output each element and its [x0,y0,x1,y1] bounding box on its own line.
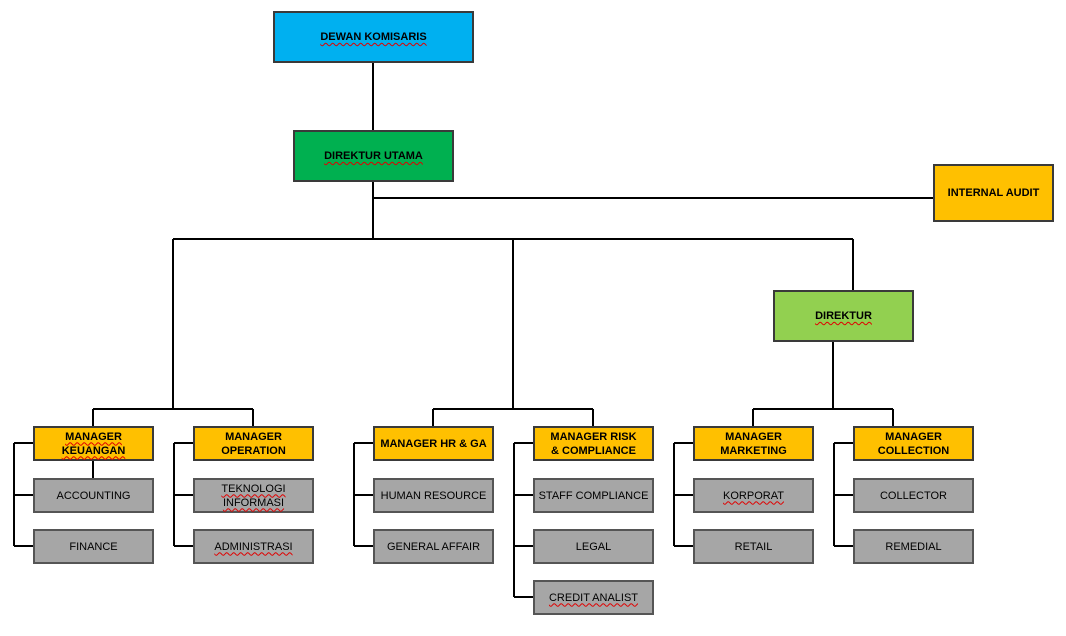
node-label: DEWAN KOMISARIS [320,31,427,43]
node-label: MANAGER OPERATION [221,430,286,457]
node-manager-marketing[interactable]: MANAGER MARKETING [693,426,814,461]
node-accounting[interactable]: ACCOUNTING [33,478,154,513]
node-administrasi[interactable]: ADMINISTRASI [193,529,314,564]
node-label: MANAGER MARKETING [720,430,787,457]
node-label: RETAIL [734,540,773,553]
node-credit-analist[interactable]: CREDIT ANALIST [533,580,654,615]
node-manager-risk-compliance[interactable]: MANAGER RISK & COMPLIANCE [533,426,654,461]
node-general-affair[interactable]: GENERAL AFFAIR [373,529,494,564]
node-label: KORPORAT [723,489,784,502]
node-retail[interactable]: RETAIL [693,529,814,564]
node-internal-audit[interactable]: INTERNAL AUDIT [933,164,1054,222]
node-manager-hr-ga[interactable]: MANAGER HR & GA [373,426,494,461]
node-staff-compliance[interactable]: STAFF COMPLIANCE [533,478,654,513]
node-label: DIREKTUR [815,310,872,322]
node-label: HUMAN RESOURCE [380,489,487,502]
node-dewan-komisaris[interactable]: DEWAN KOMISARIS [273,11,474,63]
node-manager-collection[interactable]: MANAGER COLLECTION [853,426,974,461]
node-label: INTERNAL AUDIT [947,187,1040,199]
node-remedial[interactable]: REMEDIAL [853,529,974,564]
node-label: DIREKTUR UTAMA [324,150,423,162]
node-label: FINANCE [69,540,118,553]
node-label: MANAGER RISK & COMPLIANCE [550,430,637,457]
node-label: MANAGER HR & GA [380,437,487,450]
node-direktur-utama[interactable]: DIREKTUR UTAMA [293,130,454,182]
node-label: CREDIT ANALIST [548,591,639,604]
node-korporat[interactable]: KORPORAT [693,478,814,513]
node-label: ACCOUNTING [56,489,131,502]
node-manager-operation[interactable]: MANAGER OPERATION [193,426,314,461]
node-direktur[interactable]: DIREKTUR [773,290,914,342]
node-label: LEGAL [575,540,612,553]
node-label: COLLECTOR [879,489,948,502]
node-legal[interactable]: LEGAL [533,529,654,564]
node-label: ADMINISTRASI [214,540,293,553]
node-label: GENERAL AFFAIR [386,540,481,553]
node-manager-keuangan[interactable]: MANAGER KEUANGAN [33,426,154,461]
node-label: MANAGER COLLECTION [877,430,950,457]
node-human-resource[interactable]: HUMAN RESOURCE [373,478,494,513]
node-label: STAFF COMPLIANCE [538,489,649,502]
node-label: REMEDIAL [885,540,942,553]
node-collector[interactable]: COLLECTOR [853,478,974,513]
node-label: TEKNOLOGI INFORMASI [221,482,286,509]
node-label: MANAGER KEUANGAN [61,430,126,457]
node-finance[interactable]: FINANCE [33,529,154,564]
node-teknologi-informasi[interactable]: TEKNOLOGI INFORMASI [193,478,314,513]
